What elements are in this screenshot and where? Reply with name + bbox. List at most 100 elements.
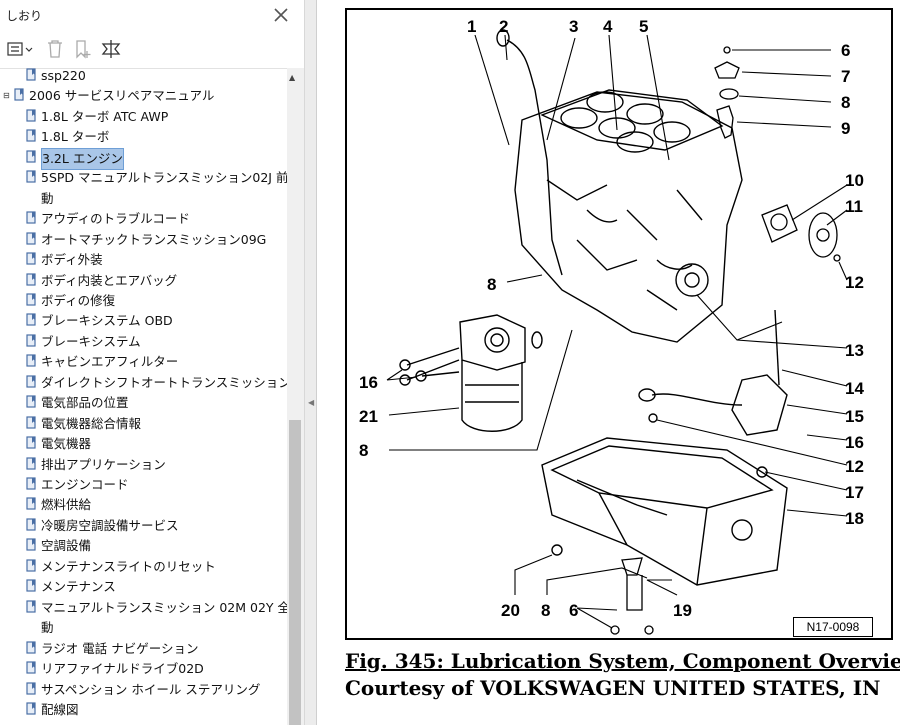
bookmark-icon: [26, 518, 36, 531]
bookmark-item[interactable]: 排出アプリケーション: [0, 455, 287, 475]
bookmark-label: ブレーキシステム OBD: [41, 313, 173, 329]
oil-level-sensor-drawing: [610, 557, 654, 635]
bookmark-item[interactable]: ブレーキシステム OBD: [0, 311, 287, 331]
bookmark-item[interactable]: 1.8L ターボ: [0, 127, 287, 147]
figure-caption-credit: Courtesy of VOLKSWAGEN UNITED STATES, IN: [345, 676, 881, 700]
bookmark-item[interactable]: ダイレクトシフトオートトランスミッション: [0, 373, 287, 393]
callout-8c: 8: [359, 441, 368, 460]
callout-2: 2: [499, 17, 508, 36]
bookmark-icon: [14, 88, 24, 102]
bookmark-item[interactable]: 5SPD マニュアルトランスミッション02J 前輪駆: [0, 168, 287, 188]
bookmark-label: 1.8L ターボ: [41, 129, 110, 145]
bookmark-label: ボディ内装とエアバッグ: [41, 272, 178, 288]
bookmark-item[interactable]: ブレーキシステム: [0, 332, 287, 352]
bookmark-label: 排出アプリケーション: [41, 456, 166, 472]
callout-15: 15: [845, 407, 864, 426]
bookmark-item[interactable]: ボディの修復: [0, 291, 287, 311]
callout-numbers: 1 2 3 4 5 6 7 8 9 10 11 12 8 13 16 21 14…: [359, 17, 864, 620]
bookmark-icon: [26, 456, 36, 470]
new-bookmark-icon[interactable]: [72, 37, 94, 61]
figure-caption-title: Fig. 345: Lubrication System, Component …: [345, 649, 900, 673]
bookmark-label: サスペンション ホイール ステアリング: [41, 681, 261, 697]
bookmark-label: ボディの修復: [41, 292, 116, 308]
bookmark-item[interactable]: アウディのトラブルコード: [0, 209, 287, 229]
bookmark-item[interactable]: ⊟ 2006 サービスリペアマニュアル: [0, 86, 287, 106]
bookmark-icon: [26, 395, 36, 408]
bookmark-item[interactable]: メンテナンスライトのリセット: [0, 557, 287, 577]
bookmark-item[interactable]: 3.2L エンジン: [0, 147, 287, 170]
bookmark-item[interactable]: ボディ外装: [0, 250, 287, 270]
bookmark-label: 燃料供給: [41, 497, 92, 513]
oil-pan-drawing: [541, 437, 788, 586]
callout-20: 20: [501, 601, 520, 620]
bookmark-icon: [26, 170, 36, 183]
scrollbar-thumb[interactable]: [289, 420, 301, 725]
bookmark-label: 電気部品の位置: [41, 395, 129, 411]
bookmark-item[interactable]: マニュアルトランスミッション 02M 02Y 全輪駆: [0, 598, 287, 618]
bookmark-item[interactable]: メンテナンス: [0, 577, 287, 597]
bookmark-item[interactable]: ボディ内装とエアバッグ: [0, 271, 287, 291]
bookmark-icon: [26, 416, 36, 429]
bookmark-label-continuation[interactable]: 動: [0, 618, 287, 638]
bookmark-item[interactable]: 配線図: [0, 700, 287, 720]
bookmark-icon: [26, 211, 36, 224]
bookmark-icon: [26, 272, 36, 286]
bookmark-icon: [26, 354, 36, 367]
bookmark-label: ラジオ 電話 ナビゲーション: [41, 640, 199, 656]
close-icon[interactable]: [271, 5, 291, 25]
bookmarks-scrollbar[interactable]: ▲: [287, 68, 304, 725]
bookmark-label: ボディ外装: [41, 252, 103, 268]
bookmark-label: 電気機器総合情報: [41, 415, 142, 431]
callout-3: 3: [569, 17, 578, 36]
bookmark-label-continuation[interactable]: 動: [0, 189, 287, 209]
options-menu-icon[interactable]: [6, 37, 34, 61]
callout-21: 21: [359, 407, 378, 426]
bookmark-item[interactable]: ssp220: [0, 68, 287, 86]
bookmarks-toolbar: [0, 30, 304, 69]
callout-leader-lines: [386, 34, 848, 629]
bookmark-item[interactable]: 冷暖房空調設備サービス: [0, 516, 287, 536]
callout-9: 9: [841, 119, 850, 138]
bookmark-item[interactable]: 電気機器総合情報: [0, 414, 287, 434]
callout-11: 11: [845, 197, 863, 216]
bookmark-label: ダイレクトシフトオートトランスミッション: [41, 374, 287, 390]
bookmark-icon: [26, 497, 36, 511]
bookmark-item[interactable]: ラジオ 電話 ナビゲーション: [0, 639, 287, 659]
panel-splitter[interactable]: ◀: [305, 0, 317, 725]
bookmark-label: オートマチックトランスミッション09G: [41, 231, 267, 247]
bookmark-tree: ssp220 ⊟ 2006 サービスリペアマニュアル 1.8L ターボ ATC AWP…: [0, 68, 287, 725]
find-bookmark-icon[interactable]: [100, 37, 122, 61]
sensor-drawing: [714, 46, 740, 139]
collapse-panel-icon[interactable]: ◀: [308, 398, 315, 407]
bookmark-item[interactable]: サスペンション ホイール ステアリング: [0, 680, 287, 700]
bookmark-label: 2006 サービスリペアマニュアル: [29, 88, 215, 104]
bookmark-item[interactable]: 燃料供給: [0, 495, 287, 515]
bookmark-item[interactable]: 電気機器: [0, 434, 287, 454]
bookmark-item[interactable]: エンジンコード: [0, 475, 287, 495]
bookmark-icon: [26, 293, 36, 306]
delete-icon[interactable]: [44, 37, 66, 61]
bookmark-icon: [26, 681, 36, 695]
bookmark-item[interactable]: キャビンエアフィルター: [0, 352, 287, 372]
bookmark-icon: [26, 334, 36, 347]
bookmark-label: 電気機器: [41, 436, 92, 452]
bookmark-item[interactable]: 空調設備: [0, 536, 287, 556]
bookmark-item[interactable]: リアファイナルドライブ02D: [0, 659, 287, 679]
collapse-toggle-icon[interactable]: ⊟: [3, 91, 10, 101]
bookmark-label: メンテナンス: [41, 579, 116, 595]
callout-7: 7: [841, 67, 850, 86]
bookmark-label: 空調設備: [41, 538, 92, 554]
bookmark-item[interactable]: オートマチックトランスミッション09G: [0, 230, 287, 250]
bookmark-icon: [26, 579, 36, 592]
bookmark-item[interactable]: 電気部品の位置: [0, 393, 287, 413]
bookmark-item[interactable]: 1.8L ターボ ATC AWP: [0, 107, 287, 127]
scroll-up-icon[interactable]: ▲: [289, 73, 296, 82]
lubrication-system-drawing: 1 2 3 4 5 6 7 8 9 10 11 12 8 13 16 21 14…: [359, 17, 864, 635]
bookmark-icon: [26, 600, 36, 613]
bookmark-label: 5SPD マニュアルトランスミッション02J 前輪駆: [41, 170, 287, 186]
callout-1: 1: [467, 17, 476, 36]
bookmark-icon: [26, 436, 36, 449]
figure-id-label: N17-0098: [793, 617, 873, 637]
bookmark-icon: [26, 129, 36, 142]
